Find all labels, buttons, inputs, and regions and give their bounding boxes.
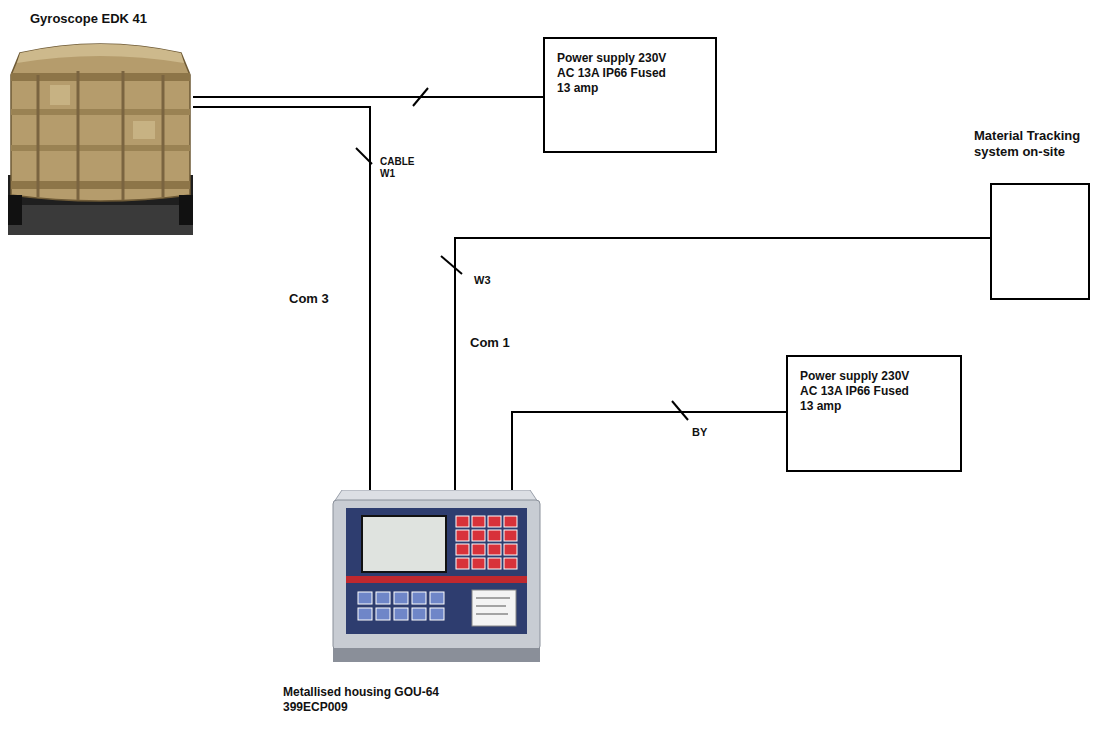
picture-part — [362, 516, 446, 572]
picture-part — [37, 75, 40, 197]
cable-id-label: CABLE W1 — [378, 156, 426, 180]
picture-part — [472, 544, 485, 555]
node-heading: Gyroscope EDK 41 — [30, 11, 195, 27]
cable-port-label: Com 1 — [468, 335, 512, 351]
picture-part — [346, 508, 527, 634]
picture-part — [179, 195, 193, 225]
picture-part — [430, 592, 444, 604]
picture-part — [430, 608, 444, 620]
cable-id-label: W3 — [472, 274, 493, 287]
picture-part — [346, 576, 527, 583]
picture-part — [412, 592, 426, 604]
picture-part — [456, 530, 469, 541]
picture-part — [376, 592, 390, 604]
picture-part — [333, 648, 540, 662]
picture-part — [8, 175, 193, 235]
picture-part — [488, 530, 501, 541]
picture-part — [472, 558, 485, 569]
terminal-node: Metallised housing GOU-64 399ECP009 — [283, 490, 543, 725]
picture-part — [504, 558, 517, 569]
cable-line — [193, 96, 543, 98]
power-supply-box: Power supply 230V AC 13A IP66 Fused 13 a… — [543, 37, 717, 153]
picture-part — [456, 516, 517, 569]
picture-part — [394, 608, 408, 620]
gyroscope-picture — [8, 35, 193, 235]
picture-part — [488, 544, 501, 555]
cable-slash — [672, 401, 688, 420]
cable-port-label: Com 3 — [287, 291, 331, 307]
picture-part — [358, 592, 372, 604]
picture-part — [38, 71, 163, 200]
picture-part — [133, 121, 155, 139]
picture-part — [412, 608, 426, 620]
picture-part — [358, 608, 372, 620]
picture-part — [504, 516, 517, 527]
picture-part — [472, 590, 516, 626]
picture-part — [476, 598, 510, 614]
picture-part — [376, 608, 390, 620]
terminal-body — [333, 490, 540, 662]
picture-part — [8, 195, 22, 225]
picture-part — [162, 75, 165, 197]
picture-part — [456, 558, 469, 569]
picture-part — [50, 85, 70, 105]
picture-part — [122, 71, 125, 200]
picture-part — [358, 592, 444, 620]
picture-part — [476, 614, 508, 615]
cable-line — [193, 107, 370, 490]
terminal-picture — [330, 490, 543, 665]
node-heading: Material Tracking system on-site — [974, 128, 1086, 161]
box-text: Power supply 230V AC 13A IP66 Fused 13 a… — [557, 51, 677, 96]
picture-part — [8, 205, 193, 235]
tracking-system-box: Material Tracking system on-site — [990, 183, 1090, 300]
picture-part — [476, 606, 506, 607]
power-supply-box: Power supply 230V AC 13A IP66 Fused 13 a… — [786, 355, 962, 472]
picture-part — [394, 592, 408, 604]
picture-part — [456, 516, 469, 527]
picture-part — [17, 44, 184, 63]
picture-part — [456, 544, 469, 555]
box-text: Power supply 230V AC 13A IP66 Fused 13 a… — [800, 369, 920, 414]
picture-part — [77, 71, 80, 200]
picture-part — [333, 500, 540, 650]
gyroscope-body — [8, 44, 193, 235]
picture-part — [472, 530, 485, 541]
cable-line — [455, 238, 990, 490]
picture-part — [504, 544, 517, 555]
picture-part — [476, 598, 510, 599]
node-heading: Metallised housing GOU-64 399ECP009 — [283, 685, 455, 715]
picture-part — [11, 44, 190, 201]
picture-part — [488, 558, 501, 569]
picture-part — [488, 516, 501, 527]
picture-part — [504, 530, 517, 541]
gyroscope-node: Gyroscope EDK 41 — [8, 8, 193, 236]
picture-part — [472, 516, 485, 527]
cable-slash — [441, 256, 462, 274]
cable-line — [512, 412, 786, 490]
cable-port-label: BY — [690, 426, 709, 439]
